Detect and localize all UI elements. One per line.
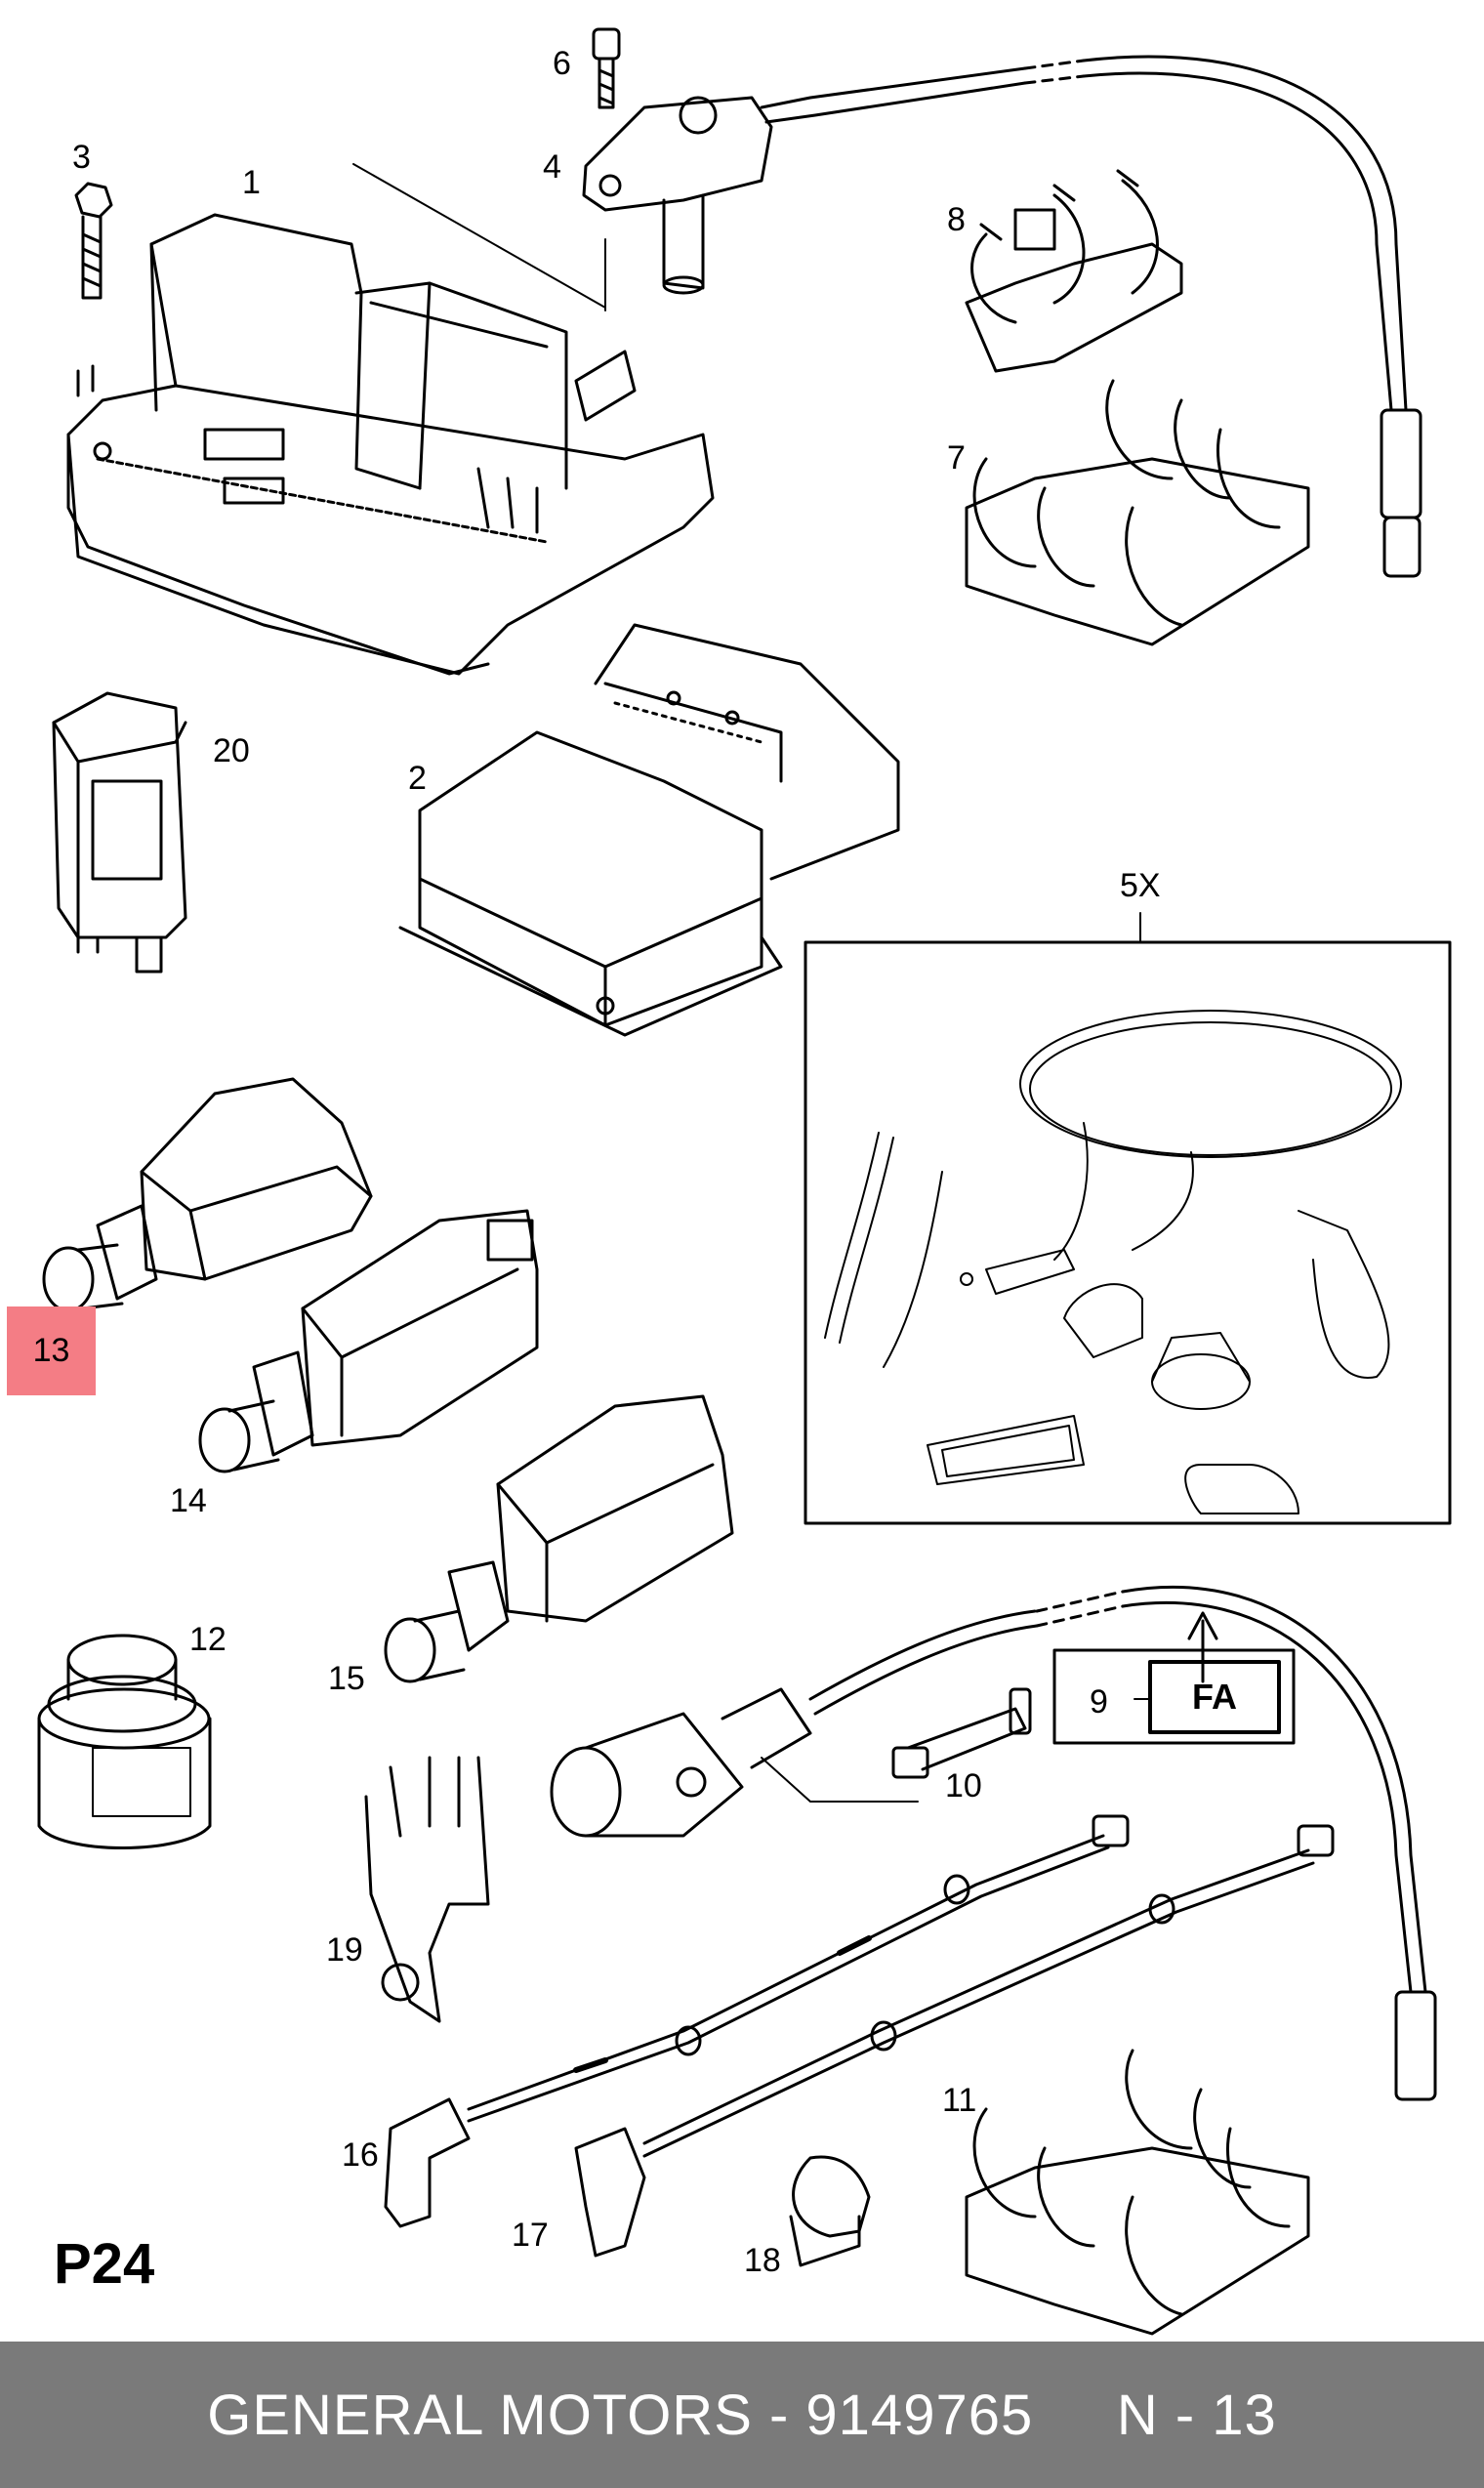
screw-part-6	[592, 27, 621, 109]
bolt-part-3	[74, 182, 113, 300]
callout-18: 18	[744, 2242, 781, 2279]
footer-separator: -	[752, 2383, 806, 2447]
callout-10: 10	[945, 1767, 982, 1804]
exploded-parts-diagram: 1 2 3 4 5X 6 7 8 9 10 11 12 14 15 16 17 …	[37, 27, 1452, 2336]
clip-part-18	[789, 2155, 871, 2267]
callout-4: 4	[543, 148, 561, 186]
callout-17: 17	[512, 2217, 549, 2254]
relay-board-part	[66, 213, 715, 676]
footer-bar: GENERAL MOTORS - 9149765 N - 13	[0, 2342, 1484, 2488]
leader-line	[352, 163, 606, 309]
repair-kit-box-5x	[804, 912, 1452, 1525]
footer-ref: N - 13	[1116, 2383, 1277, 2447]
brake-switch-part-13	[42, 1077, 373, 1312]
control-unit-part-2	[398, 623, 900, 1037]
callout-7: 7	[947, 439, 966, 477]
clip-holder-part-8	[965, 169, 1183, 373]
footer-brand: GENERAL MOTORS	[207, 2383, 753, 2447]
callout-14: 14	[170, 1482, 207, 1519]
footer-part-number: 9149765	[805, 2383, 1034, 2447]
callout-2: 2	[408, 760, 427, 797]
highlight-box-13	[7, 1306, 96, 1395]
callout-9: 9	[1090, 1683, 1108, 1721]
callout-3: 3	[72, 139, 91, 176]
sensor-cap-part-12	[37, 1634, 212, 1849]
clip-holder-part-11	[965, 2049, 1310, 2336]
page-code: P24	[54, 2232, 155, 2296]
callout-16: 16	[342, 2136, 379, 2174]
footer-gap	[1033, 2383, 1117, 2448]
callout-labels: 1 2 3 4 5X 6 7 8 9 10 11 12 14 15 16 17 …	[72, 45, 1237, 2279]
wheel-sensor-part-16	[384, 1814, 1130, 2228]
switch-part-14	[198, 1209, 539, 1473]
speed-sensor-part-10	[550, 1586, 1437, 2101]
sensor-part-4	[582, 55, 1422, 578]
fa-label: FA	[1192, 1677, 1237, 1717]
callout-1: 1	[242, 164, 261, 201]
relay-part-20	[52, 691, 187, 974]
clip-holder-part-7	[965, 379, 1310, 646]
callout-20: 20	[213, 732, 250, 769]
wheel-sensor-part-17	[574, 1824, 1335, 2258]
callout-6: 6	[553, 45, 571, 82]
callout-19: 19	[326, 1931, 363, 1969]
callout-5x: 5X	[1120, 867, 1161, 904]
callout-13-highlighted: 13	[32, 1332, 70, 1369]
callout-15: 15	[328, 1660, 365, 1697]
callout-11: 11	[942, 2082, 976, 2119]
switch-part-15	[384, 1394, 734, 1683]
callout-8: 8	[947, 201, 966, 238]
callout-12: 12	[189, 1621, 227, 1658]
clip-part-19	[364, 1756, 490, 2023]
fa-leader-arrow	[1052, 1611, 1296, 1745]
